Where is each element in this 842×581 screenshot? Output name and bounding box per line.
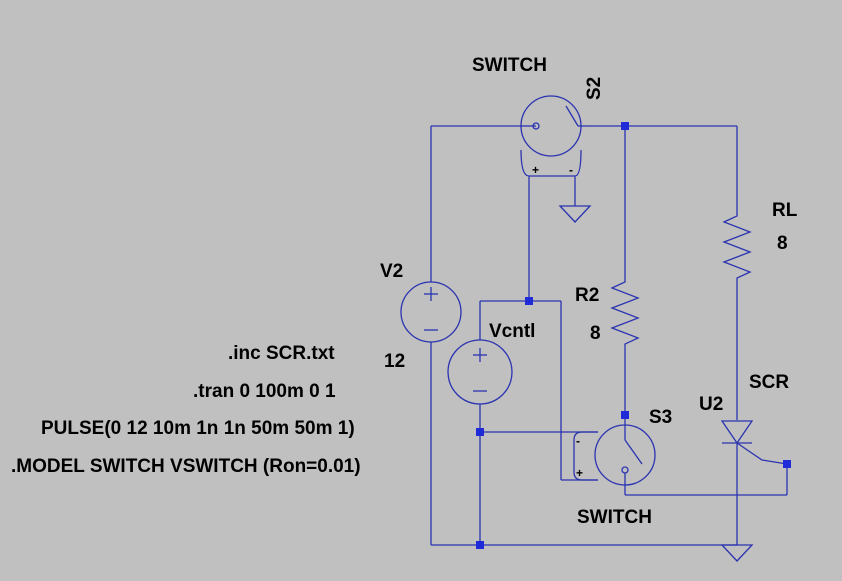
switch-s2[interactable] xyxy=(520,95,585,177)
v2-name-label: V2 xyxy=(380,261,403,282)
junction-dots xyxy=(476,122,791,549)
rl-value-label: 8 xyxy=(777,233,788,254)
s3-model-label: SWITCH xyxy=(577,507,652,528)
junction-dot xyxy=(525,297,533,305)
junction-dot xyxy=(476,428,484,436)
directive-tran[interactable]: .tran 0 100m 0 1 xyxy=(193,381,336,402)
s2-model-label: SWITCH xyxy=(472,55,547,76)
directive-pulse[interactable]: PULSE(0 12 10m 1n 1n 50m 50m 1) xyxy=(41,418,355,439)
s3-minus-pin-label: - xyxy=(576,434,580,448)
junction-dot xyxy=(476,541,484,549)
junction-dot xyxy=(621,122,629,130)
junction-dot xyxy=(621,411,629,419)
voltage-source-v2[interactable] xyxy=(400,281,462,343)
s2-plus-pin-label: + xyxy=(532,163,539,177)
u2-name-label: U2 xyxy=(699,394,723,415)
resistor-rl[interactable] xyxy=(722,210,752,280)
junction-dot xyxy=(783,460,791,468)
wires xyxy=(430,125,788,546)
s2-name-label: S2 xyxy=(584,77,605,100)
spice-directives: .inc SCR.txt .tran 0 100m 0 1 PULSE(0 12… xyxy=(11,343,361,477)
s2-minus-pin-label: - xyxy=(569,163,573,177)
r2-value-label: 8 xyxy=(590,323,601,344)
directive-inc[interactable]: .inc SCR.txt xyxy=(228,343,335,364)
vcntl-name-label: Vcntl xyxy=(489,321,535,342)
ground-icon xyxy=(720,544,754,562)
rl-name-label: RL xyxy=(772,200,798,221)
u2-model-label: SCR xyxy=(749,372,789,393)
voltage-source-vcntl[interactable] xyxy=(447,339,513,405)
r2-name-label: R2 xyxy=(575,285,599,306)
v2-value-label: 12 xyxy=(384,351,405,372)
scr-u2[interactable] xyxy=(720,420,788,465)
ground-icon xyxy=(558,205,592,223)
switch-s3[interactable] xyxy=(573,424,656,486)
directive-model[interactable]: .MODEL SWITCH VSWITCH (Ron=0.01) xyxy=(11,456,361,477)
s3-plus-pin-label: + xyxy=(576,466,583,480)
resistor-r2[interactable] xyxy=(610,276,640,346)
s3-name-label: S3 xyxy=(649,407,672,428)
